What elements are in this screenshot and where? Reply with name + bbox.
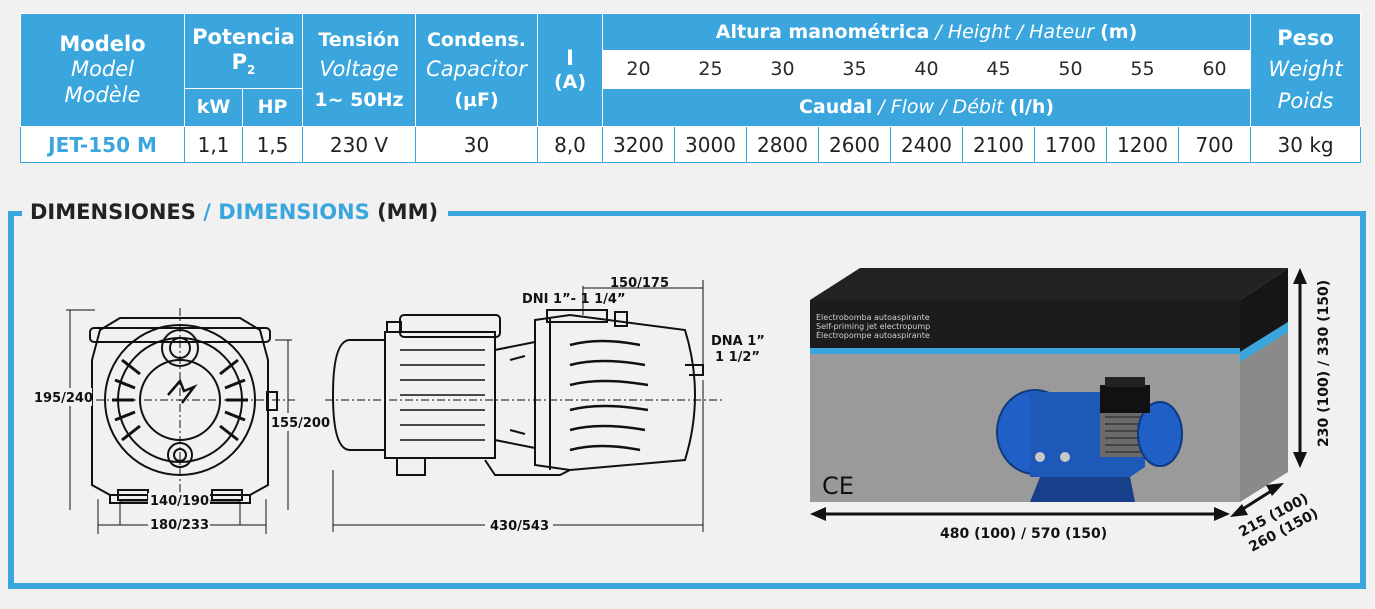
cell-current: 8,0 [537,126,603,163]
header-weight-en: Weight [1268,57,1343,82]
header-voltage-en: Voltage [319,57,399,82]
header-flow-unit: (l/h) [1009,96,1055,119]
header-power-label: Potencia [192,24,295,49]
front-view-drawing: 195/240 155/200 140/190 180/233 [32,308,330,534]
header-voltage: Tensión Voltage 1~ 50Hz [302,13,416,127]
dimensions-frame [8,211,1366,589]
header-voltage-es: Tensión [318,28,400,51]
height-value: 30 [746,50,819,89]
side-length-label: 430/543 [490,519,549,534]
box-label-en: Self-priming jet electropump [816,322,930,331]
pump-image [996,377,1183,502]
header-model: Modelo Model Modèle [20,13,185,127]
header-head-en-fr: / Height / Hateur [935,20,1095,43]
height-value: 25 [674,50,747,89]
header-current-symbol: I [566,46,574,70]
header-head-es: Altura manométrica [715,20,930,43]
header-head-unit: (m) [1100,20,1138,43]
dimensions-title-unit: (MM) [377,200,439,224]
cell-capacitor: 30 [415,126,538,163]
packaging-box-drawing: Electrobomba autoaspirante Self-priming … [810,268,1332,552]
height-value: 20 [602,50,675,89]
cell-voltage: 230 V [302,126,416,163]
header-kw: kW [184,88,243,127]
header-weight: Peso Weight Poids [1250,13,1362,127]
header-flow-es: Caudal [798,96,873,119]
height-value: 45 [962,50,1035,89]
header-current: I (A) [537,13,603,127]
cell-weight: 30 kg [1250,126,1362,163]
header-voltage-freq: 1~ 50Hz [314,88,404,111]
header-capacitor-en: Capacitor [426,57,527,82]
header-hp: HP [242,88,303,127]
cell-flow: 3200 [602,126,675,163]
front-base-inner-label: 140/190 [150,494,209,509]
header-head: Altura manométrica / Height / Hateur (m) [601,13,1252,51]
cell-hp: 1,5 [242,126,303,163]
header-weight-fr: Poids [1277,88,1334,113]
height-value: 35 [818,50,891,89]
box-width-label: 480 (100) / 570 (150) [940,526,1107,542]
box-depth-arrow [1230,483,1284,517]
spec-table: Modelo Model Modèle Potencia P2 Tensión … [20,13,1362,163]
header-flow: Caudal / Flow / Débit (l/h) [601,88,1252,127]
header-power-symbol: P2 [231,49,256,77]
cell-flow: 2800 [746,126,819,163]
header-capacitor: Condens. Capacitor (μF) [415,13,538,127]
header-weight-es: Peso [1277,26,1334,51]
side-dni-label: DNI 1”- 1 1/4” [522,292,626,307]
box-width-arrow [810,507,1230,521]
height-value: 40 [890,50,963,89]
ce-mark: CE [822,472,854,500]
dimensions-title-es: DIMENSIONES [30,200,196,224]
height-value: 55 [1106,50,1179,89]
height-value: 50 [1034,50,1107,89]
side-dna-label-1: DNA 1” [711,334,765,349]
box-label-es: Electrobomba autoaspirante [816,313,930,322]
header-current-unit: (A) [553,71,587,94]
cell-model: JET-150 M [20,126,185,163]
header-model-en: Model [70,57,135,82]
box-dark-band [810,300,1240,352]
front-axis-height-label: 155/200 [271,416,330,431]
table-row: JET-150 M 1,1 1,5 230 V 30 8,0 3200 3000… [20,126,1362,163]
box-top-face [810,268,1288,300]
side-top-label: 150/175 [610,276,669,291]
cell-kw: 1,1 [184,126,243,163]
header-model-es: Modelo [59,32,146,57]
cell-flow: 2600 [818,126,891,163]
front-height-label: 195/240 [34,391,93,406]
header-capacitor-es: Condens. [426,28,527,51]
header-flow-en-fr: / Flow / Débit [878,96,1004,119]
dimensions-title-en: DIMENSIONS [218,200,370,224]
cell-flow: 700 [1177,126,1252,163]
cell-flow: 3000 [674,126,747,163]
height-value: 60 [1177,50,1252,89]
front-base-outer-label: 180/233 [150,518,209,533]
box-height-label: 230 (100) / 330 (150) [1316,280,1332,447]
cell-flow: 2400 [890,126,963,163]
box-label-fr: Électropompe autoaspirante [816,329,930,340]
header-capacitor-unit: (μF) [454,88,499,111]
side-dna-label-2: 1 1/2” [715,350,760,365]
header-power: Potencia P2 [184,13,303,89]
header-model-fr: Modèle [64,82,141,107]
dimensions-title-slash: / [203,200,211,224]
cell-flow: 1700 [1034,126,1107,163]
dimensions-title: DIMENSIONES / DIMENSIONS (MM) [22,200,449,224]
cell-flow: 1200 [1106,126,1179,163]
box-height-arrow [1293,268,1307,468]
cell-flow: 2100 [962,126,1035,163]
side-view-drawing: 150/175 DNI 1”- 1 1/4” DNA 1” 1 1/2” 430… [325,276,765,534]
